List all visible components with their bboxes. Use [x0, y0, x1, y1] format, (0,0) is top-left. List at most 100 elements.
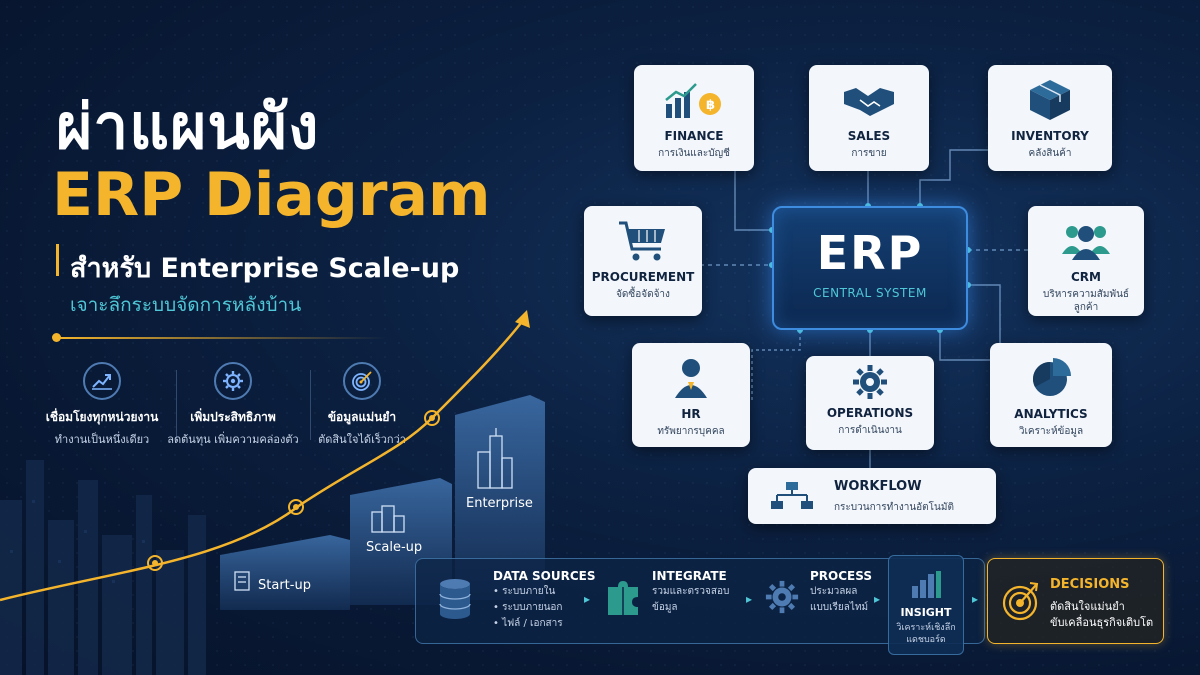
module-finance-thai: การเงินและบัญชี [658, 148, 730, 159]
stage-process-title: PROCESS [810, 569, 872, 583]
step-label-startup: Start-up [258, 578, 311, 593]
module-finance-name: FINANCE [664, 129, 724, 143]
stage-insight-title: INSIGHT [900, 606, 952, 619]
chevron-right-icon: ▸ [584, 592, 591, 606]
stage-insight-line2: แดชบอร์ด [906, 635, 946, 645]
stage-decisions: DECISIONS ตัดสินใจแม่นยำขับเคลื่อนธุรกิจ… [987, 558, 1164, 644]
module-procurement-thai: จัดซื้อจัดจ้าง [616, 289, 670, 300]
chevron-right-icon: ▸ [972, 592, 979, 606]
stage-decisions-line2: ขับเคลื่อนธุรกิจเติบโต [1050, 616, 1154, 629]
feature-efficiency-title: เพิ่มประสิทธิภาพ [190, 410, 276, 424]
module-workflow-thai: กระบวนการทำงานอัตโนมัติ [834, 502, 954, 513]
pie-chart-icon [990, 353, 1112, 403]
module-procurement-name: PROCUREMENT [591, 270, 695, 284]
module-sales[interactable]: SALES การขาย [809, 65, 929, 171]
subtitle-secondary: เจาะลึกระบบจัดการหลังบ้าน [70, 294, 302, 316]
chart-up-icon [83, 362, 121, 400]
module-crm-thai-line2: ลูกค้า [1073, 302, 1099, 313]
users-group-icon [1028, 216, 1144, 266]
stage-decisions-desc: ตัดสินใจแม่นยำขับเคลื่อนธุรกิจเติบโต [1050, 599, 1153, 631]
chevron-right-icon: ▸ [746, 592, 753, 606]
data-source-item: • ไฟล์ / เอกสาร [493, 618, 563, 629]
module-procurement[interactable]: PROCUREMENT จัดซื้อจัดจ้าง [584, 206, 702, 316]
module-workflow-name: WORKFLOW [834, 479, 922, 494]
module-operations-thai: การดำเนินงาน [838, 425, 902, 436]
target-arrow-icon [1002, 579, 1042, 625]
feature-connect-desc: ทำงานเป็นหนึ่งเดียว [54, 433, 150, 446]
person-icon [632, 353, 750, 403]
stage-process: PROCESS ประมวลผล แบบเรียลไทม์ [810, 569, 872, 615]
module-inventory[interactable]: INVENTORY คลังสินค้า [988, 65, 1112, 171]
database-icon [438, 577, 472, 625]
gear-icon [806, 362, 934, 402]
stage-insight-desc: วิเคราะห์เชิงลึกแดชบอร์ด [889, 622, 963, 646]
flowchart-icon [770, 481, 814, 515]
erp-central-system[interactable]: ERP CENTRAL SYSTEM [772, 206, 968, 330]
svg-text:฿: ฿ [706, 98, 715, 113]
module-analytics[interactable]: ANALYTICS วิเคราะห์ข้อมูล [990, 343, 1112, 447]
gold-divider-line [56, 337, 386, 339]
stage-insight-line1: วิเคราะห์เชิงลึก [896, 623, 956, 633]
feature-efficiency: เพิ่มประสิทธิภาพ ลดต้นทุน เพิ่มความคล่อง… [163, 362, 303, 448]
module-sales-thai: การขาย [851, 148, 887, 159]
shopping-cart-icon [584, 216, 702, 266]
stage-decisions-line1: ตัดสินใจแม่นยำ [1050, 600, 1125, 613]
feature-accuracy-title: ข้อมูลแม่นยำ [327, 410, 397, 424]
puzzle-icon [606, 579, 642, 621]
module-crm-thai-line1: บริหารความสัมพันธ์ [1042, 289, 1130, 300]
feature-connect: เชื่อมโยงทุกหน่วยงาน ทำงานเป็นหนึ่งเดียว [32, 362, 172, 448]
module-crm[interactable]: CRM บริหารความสัมพันธ์ลูกค้า [1028, 206, 1144, 316]
stage-process-line2: แบบเรียลไทม์ [810, 602, 869, 613]
stage-decisions-title: DECISIONS [1050, 577, 1130, 592]
feature-accuracy-desc: ตัดสินใจได้เร็วกว่า [318, 433, 406, 446]
module-operations[interactable]: OPERATIONS การดำเนินงาน [806, 356, 934, 450]
module-hr-name: HR [681, 407, 701, 421]
module-crm-name: CRM [1071, 270, 1101, 284]
module-inventory-name: INVENTORY [1011, 129, 1089, 143]
module-sales-name: SALES [847, 129, 891, 143]
data-source-item: • ระบบภายใน [493, 586, 556, 597]
chevron-right-icon: ▸ [874, 592, 881, 606]
feature-connect-title: เชื่อมโยงทุกหน่วยงาน [45, 410, 159, 424]
step-label-enterprise: Enterprise [466, 496, 533, 511]
page-title-erp: ERP Diagram [52, 160, 491, 230]
page-title-thai: ผ่าแผนผัง [56, 90, 320, 163]
stage-data-sources-title: DATA SOURCES [493, 569, 596, 583]
module-inventory-thai: คลังสินค้า [1028, 148, 1072, 159]
data-source-item: • ระบบภายนอก [493, 602, 563, 613]
feature-divider [176, 370, 177, 440]
module-hr[interactable]: HR ทรัพยากรบุคคล [632, 343, 750, 447]
module-hr-thai: ทรัพยากรบุคคล [657, 426, 725, 437]
module-finance[interactable]: ฿ FINANCE การเงินและบัญชี [634, 65, 754, 171]
stage-integrate-line1: รวมและตรวจสอบ [652, 586, 730, 597]
module-crm-thai: บริหารความสัมพันธ์ลูกค้า [1028, 288, 1144, 314]
stage-insight: INSIGHT วิเคราะห์เชิงลึกแดชบอร์ด [888, 555, 964, 655]
module-analytics-name: ANALYTICS [1014, 407, 1088, 421]
module-operations-name: OPERATIONS [826, 406, 914, 420]
city-skyline [0, 460, 206, 675]
stage-integrate-title: INTEGRATE [652, 569, 727, 583]
stage-process-line1: ประมวลผล [810, 586, 858, 597]
step-label-scaleup: Scale-up [366, 540, 423, 555]
feature-accuracy: ข้อมูลแม่นยำ ตัดสินใจได้เร็วกว่า [292, 362, 432, 448]
stage-data-sources: DATA SOURCES • ระบบภายใน • ระบบภายนอก • … [493, 569, 596, 631]
stage-integrate: INTEGRATE รวมและตรวจสอบ ข้อมูล [652, 569, 729, 615]
module-workflow[interactable]: WORKFLOW กระบวนการทำงานอัตโนมัติ [748, 468, 996, 524]
subtitle: สำหรับ Enterprise Scale-up [70, 253, 460, 284]
subtitle-accent-bar [56, 244, 59, 276]
bar-chart-icon [889, 570, 963, 602]
stage-integrate-line2: ข้อมูล [652, 602, 678, 613]
erp-central-title: ERP [816, 226, 924, 280]
target-icon [343, 362, 381, 400]
finance-chart-coin-icon: ฿ [634, 75, 754, 125]
handshake-icon [809, 75, 929, 125]
module-analytics-thai: วิเคราะห์ข้อมูล [1018, 426, 1084, 437]
feature-efficiency-desc: ลดต้นทุน เพิ่มความคล่องตัว [167, 433, 299, 446]
box-icon [988, 75, 1112, 125]
feature-divider [310, 370, 311, 440]
erp-central-subtitle: CENTRAL SYSTEM [813, 286, 927, 300]
gear-icon [764, 579, 800, 619]
gear-icon [214, 362, 252, 400]
